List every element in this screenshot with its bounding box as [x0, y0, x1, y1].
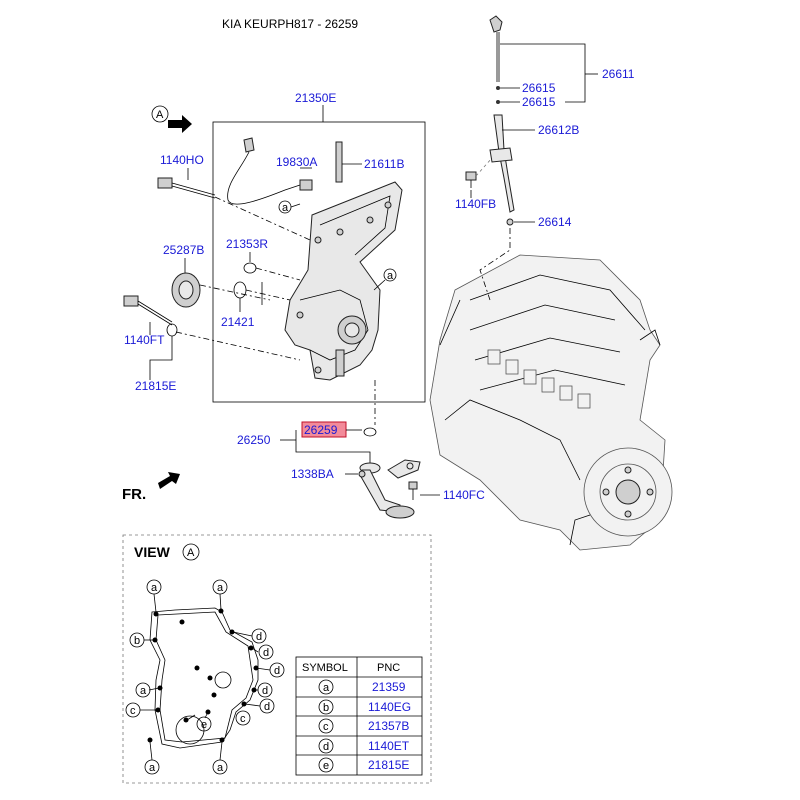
- table-row-symbol: a: [323, 682, 330, 694]
- dipstick-assembly: [465, 15, 515, 301]
- callout-a: a: [387, 270, 394, 282]
- svg-text:d: d: [262, 685, 268, 697]
- table-row-symbol: d: [323, 741, 329, 753]
- part-label-26615-upper[interactable]: 26615: [522, 81, 556, 95]
- svg-text:c: c: [240, 713, 246, 725]
- table-row-pnc[interactable]: 21359: [372, 680, 406, 694]
- svg-text:a: a: [217, 762, 224, 774]
- view-a-callouts: a a b d d d d d a c c e a a: [125, 579, 285, 775]
- table-row-pnc[interactable]: 1140EG: [368, 700, 411, 714]
- part-label-26250[interactable]: 26250: [237, 433, 271, 447]
- oil-strainer-gasket: [363, 427, 377, 437]
- oil-strainer: [359, 459, 421, 519]
- svg-text:d: d: [256, 631, 262, 643]
- table-header-symbol: SYMBOL: [302, 662, 348, 674]
- view-a-marker: A: [156, 109, 164, 121]
- part-label-1140FC[interactable]: 1140FC: [443, 488, 485, 502]
- part-label-26615-lower[interactable]: 26615: [522, 95, 556, 109]
- part-label-21421[interactable]: 21421: [221, 315, 255, 329]
- part-label-26259[interactable]: 26259: [304, 423, 338, 437]
- part-label-1338BA[interactable]: 1338BA: [291, 467, 334, 481]
- timing-cover-frame: [212, 121, 426, 403]
- view-a-arrow-icon: [168, 115, 192, 133]
- view-a-panel: [122, 534, 432, 784]
- svg-text:e: e: [201, 719, 207, 731]
- part-label-1140FT[interactable]: 1140FT: [124, 333, 165, 347]
- view-letter: A: [187, 547, 195, 559]
- diagram-title: KIA KEURPH817 - 26259: [222, 17, 358, 31]
- table-header-pnc: PNC: [377, 662, 400, 674]
- highlight-26259[interactable]: [301, 421, 347, 438]
- svg-text:a: a: [217, 582, 224, 594]
- table-row-pnc[interactable]: 21815E: [368, 758, 409, 772]
- svg-text:a: a: [149, 762, 156, 774]
- table-row-pnc[interactable]: 21357B: [368, 719, 409, 733]
- callout-a: a: [282, 202, 289, 214]
- svg-text:a: a: [151, 582, 158, 594]
- part-label-19830A[interactable]: 19830A: [276, 155, 317, 169]
- table-row-symbol: c: [323, 721, 329, 733]
- part-label-1140HO[interactable]: 1140HO: [160, 153, 204, 167]
- cover-gasket-outline: [147, 607, 259, 749]
- part-label-26611[interactable]: 26611: [602, 67, 635, 81]
- svg-text:c: c: [130, 705, 136, 717]
- fr-label: FR.: [122, 486, 146, 503]
- view-title: VIEW: [134, 544, 171, 560]
- part-label-25287B[interactable]: 25287B: [163, 243, 204, 257]
- sensor-19830A: [227, 137, 313, 205]
- part-label-21350E[interactable]: 21350E: [295, 91, 336, 105]
- part-label-26612B[interactable]: 26612B: [538, 123, 579, 137]
- view-a-circle: [151, 105, 169, 123]
- front-arrow-icon: [158, 472, 180, 489]
- svg-text:a: a: [140, 685, 147, 697]
- part-label-26614[interactable]: 26614: [538, 215, 572, 229]
- engine-block-illustration: [429, 254, 673, 551]
- part-label-1140FB[interactable]: 1140FB: [455, 197, 496, 211]
- table-row-pnc[interactable]: 1140ET: [368, 739, 410, 753]
- table-row-symbol: e: [323, 760, 329, 772]
- part-label-21611B[interactable]: 21611B: [364, 157, 404, 171]
- svg-text:d: d: [263, 647, 269, 659]
- part-label-21815E[interactable]: 21815E: [135, 379, 176, 393]
- timing-cover: [284, 181, 403, 381]
- part-label-21353R[interactable]: 21353R: [226, 237, 268, 251]
- svg-text:b: b: [134, 635, 140, 647]
- symbol-pnc-table: SYMBOL PNC a 21359 b 1140EG c 21357B d 1…: [295, 656, 423, 776]
- svg-text:d: d: [264, 701, 270, 713]
- svg-text:d: d: [274, 665, 280, 677]
- table-row-symbol: b: [323, 702, 329, 714]
